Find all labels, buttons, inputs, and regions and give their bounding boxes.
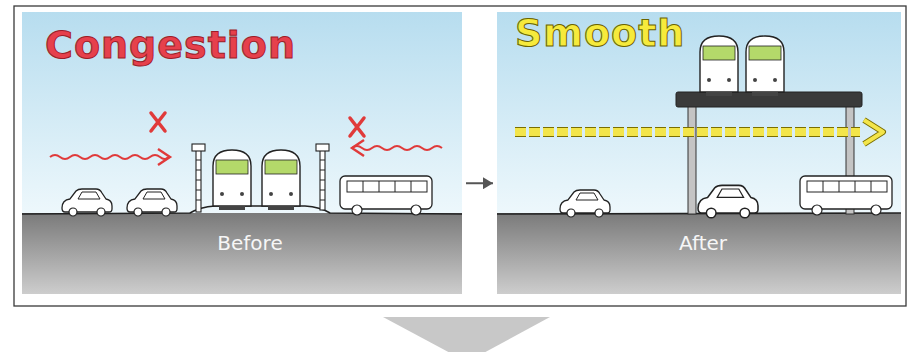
pole-stripes <box>196 160 201 200</box>
flow-arrow-head-outline <box>864 120 883 144</box>
crossing-pole <box>320 150 325 210</box>
stop-cross <box>350 118 364 136</box>
car <box>127 189 177 216</box>
traffic-arrow <box>352 146 442 150</box>
panel-heading: Congestion <box>45 24 325 68</box>
bus <box>340 176 432 215</box>
arrow-head <box>158 149 170 165</box>
crossing-signal <box>316 144 329 151</box>
panel-label: Before <box>200 232 300 255</box>
down-arrow <box>383 317 550 352</box>
flow-arrow-outline <box>515 127 860 137</box>
ground-before <box>22 213 462 294</box>
arrow-head <box>352 140 364 156</box>
viaduct-pillar <box>688 106 696 214</box>
flow-arrow <box>515 128 860 136</box>
ground-after <box>497 213 901 294</box>
panel: CongestionBefore <box>20 10 462 294</box>
car <box>62 189 112 216</box>
stop-cross <box>151 113 165 131</box>
ground-line <box>497 213 901 214</box>
pole-stripes <box>320 160 325 200</box>
crossing-signal <box>192 144 205 151</box>
panel-heading: Smooth <box>515 12 755 56</box>
flow-connector <box>466 182 493 184</box>
panel-label: After <box>653 232 753 255</box>
bus <box>800 176 892 215</box>
train <box>213 150 251 210</box>
train <box>262 150 300 210</box>
car <box>698 185 758 217</box>
train <box>700 36 738 96</box>
crossing-pole <box>196 150 201 212</box>
traffic-arrow <box>50 155 168 159</box>
train <box>746 36 784 96</box>
flow-arrow-head <box>864 120 883 144</box>
outer-frame <box>14 6 906 306</box>
panel: SmoothAfter <box>497 10 901 294</box>
sky-before <box>22 12 462 216</box>
car <box>560 190 610 217</box>
sky-after <box>497 12 901 216</box>
